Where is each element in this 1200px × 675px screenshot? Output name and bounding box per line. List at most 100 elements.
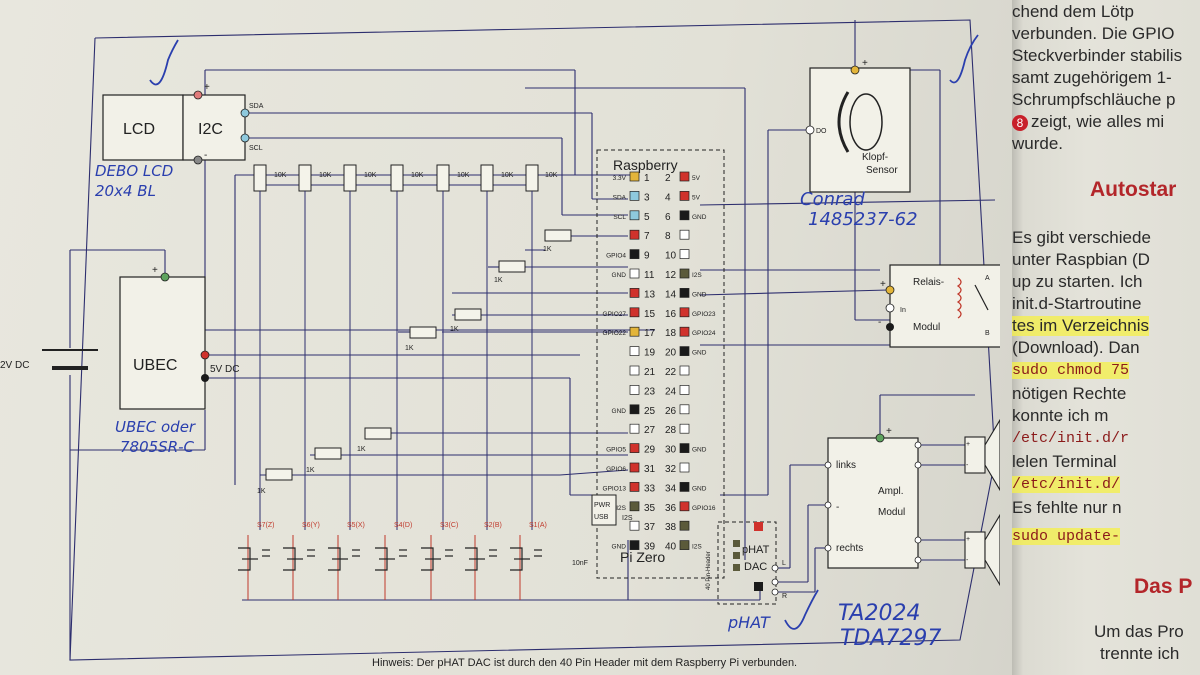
gpio-left-label: GPIO22	[603, 330, 627, 337]
switch-s7	[238, 547, 270, 571]
lcd-label: LCD	[123, 121, 155, 138]
amp-note-2: TDA7297	[840, 626, 941, 651]
gpio-pin-number: 25	[644, 406, 656, 417]
sensor-note-2: 1485237-62	[808, 209, 918, 230]
section-heading: Das P	[1134, 575, 1193, 598]
ubec-out: 5V DC	[210, 364, 239, 375]
gpio-pin-39	[629, 540, 640, 550]
gpio-left-label: GPIO4	[606, 253, 626, 260]
gpio-pin-number: 35	[644, 503, 656, 514]
gpio-pin-32	[679, 462, 690, 473]
rp-code: sudo update-	[1012, 528, 1121, 545]
rp-line: lelen Terminal	[1012, 452, 1117, 471]
rp-line: (Download). Dan	[1012, 338, 1140, 357]
amp-module: + links - rechts Ampl. Modul	[824, 426, 922, 569]
gpio-pin-15	[629, 307, 640, 318]
gpio-pin-37	[629, 520, 640, 531]
i2c-scl: SCL	[249, 145, 263, 152]
rp-code: sudo chmod 75	[1012, 362, 1130, 379]
gpio-right-label: I2S	[692, 272, 702, 279]
series-r-label: 1K	[494, 277, 503, 284]
gpio-pin-number: 3	[644, 192, 650, 203]
pullup-label: 10K	[545, 172, 558, 179]
i2c-label: I2C	[198, 121, 223, 138]
gpio-pin-4	[679, 191, 690, 201]
gpio-pin-number: 19	[644, 348, 656, 359]
switch-s1	[510, 547, 542, 571]
relay-a: A	[985, 275, 990, 282]
rp-line: nötigen Rechte	[1012, 384, 1127, 403]
switch-drops	[259, 191, 533, 530]
gpio-pin-number: 37	[644, 522, 656, 533]
switch-label: S3(C)	[440, 522, 458, 529]
gpio-left-label: SDA	[613, 194, 627, 201]
gpio-pin-number: 40	[665, 542, 677, 553]
adjacent-page: chend dem Lötp verbunden. Die GPIO Steck…	[1012, 0, 1200, 675]
gpio-pin-number: 24	[665, 386, 677, 397]
gpio-pin-number: 32	[665, 464, 677, 475]
rp-line: konnte ich m	[1012, 406, 1109, 425]
amp-right: rechts	[836, 543, 863, 554]
relay-plus: +	[880, 279, 886, 290]
switches	[238, 547, 542, 571]
gpio-pin-number: 23	[644, 386, 656, 397]
gpio-pin-24	[679, 385, 690, 395]
sensor-line2: Sensor	[866, 165, 898, 176]
switch-s2	[465, 547, 497, 571]
gpio-pin-22	[679, 365, 690, 376]
gpio-pin-number: 30	[665, 445, 677, 456]
amp-left: links	[836, 460, 856, 471]
ubec-label: UBEC	[133, 357, 177, 374]
relay-in: In	[900, 307, 906, 314]
rp-line: wurde.	[1012, 134, 1064, 153]
rp-line: unter Raspbian (D	[1012, 250, 1150, 269]
pwr-label: PWR	[594, 502, 610, 509]
spk-plus: +	[966, 441, 970, 448]
lcd-note-1: DEBO LCD	[95, 162, 173, 180]
switch-label: S7(Z)	[257, 522, 275, 529]
gpio-right-label: GPIO16	[692, 505, 716, 512]
switch-labels: S7(Z) S6(Y) S5(X) S4(D) S3(C) S2(B) S1(A…	[257, 522, 588, 567]
gpio-pin-number: 39	[644, 542, 656, 553]
gpio-pin-7	[629, 229, 640, 240]
gpio-left-label: SCL	[613, 214, 626, 221]
gpio-pin-16	[679, 307, 690, 318]
amp-minus: -	[836, 502, 839, 513]
gpio-pin-number: 16	[665, 309, 677, 320]
rp-line: trennte ich	[1100, 644, 1180, 663]
gpio-pin-11	[629, 268, 640, 279]
gpio-pin-23	[629, 385, 640, 395]
spk-minus: -	[966, 557, 969, 564]
gpio-pin-number: 6	[665, 212, 671, 223]
switch-s5	[328, 547, 360, 571]
gpio-pin-1	[629, 171, 640, 182]
rp-line: chend dem Lötp	[1012, 2, 1134, 21]
ubec-module: UBEC + 5V DC	[119, 265, 239, 410]
usb-label: USB	[594, 514, 609, 521]
gpio-pin-number: 36	[665, 503, 677, 514]
amp-plus: +	[886, 426, 892, 437]
wiring-diagram: 10K 10K 10K 10K 10K 10K 10K 1K 1	[0, 19, 1000, 669]
series-resistors	[265, 229, 572, 481]
gpio-pin-number: 20	[665, 348, 677, 359]
gpio-pin-12	[679, 268, 690, 279]
series-r-label: 1K	[450, 326, 459, 333]
spk-minus: -	[966, 462, 969, 469]
gpio-pin-35	[629, 501, 640, 512]
switch-label: S1(A)	[529, 522, 547, 529]
footnote: Hinweis: Der pHAT DAC ist durch den 40 P…	[372, 657, 797, 669]
gpio-right-label: GND	[692, 485, 707, 492]
gpio-pin-number: 15	[644, 309, 656, 320]
gpio-pin-8	[679, 229, 690, 240]
rp-code: /etc/init.d/	[1012, 476, 1121, 493]
rp-code: /etc/init.d/r	[1012, 430, 1130, 447]
phat-label: pHAT	[742, 544, 770, 556]
pullup-label: 10K	[274, 172, 287, 179]
raspberry-label: Raspberry	[613, 157, 678, 173]
gpio-right-label: GND	[692, 291, 707, 298]
gpio-pin-number: 13	[644, 289, 656, 300]
gpio-pin-number: 27	[644, 425, 656, 436]
gpio-pin-31	[629, 462, 640, 473]
rp-line: Steckverbinder stabilis	[1012, 46, 1183, 65]
